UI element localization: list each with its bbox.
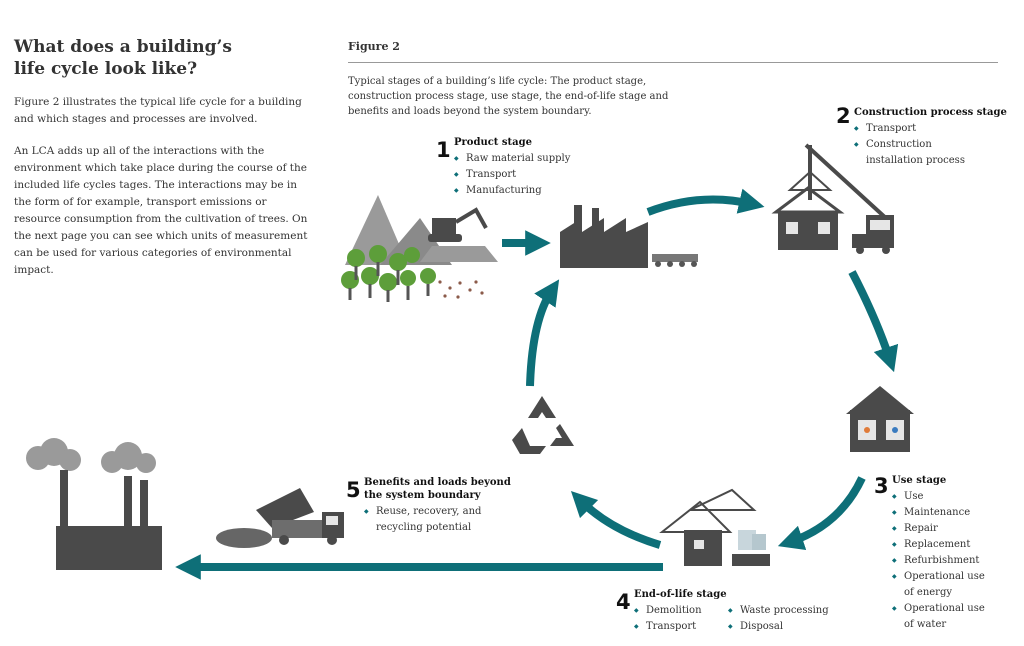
factory-icon	[560, 205, 698, 268]
arrow-end-of-life-to-recycling	[570, 490, 662, 549]
stage-item: Raw material supply	[454, 151, 616, 167]
heading-line-2: life cycle look like?	[14, 59, 198, 79]
intro-paragraph: Figure 2 illustrates the typical life cy…	[14, 96, 302, 125]
stage-title: End-of-life stage	[634, 589, 727, 600]
figure-label: Figure 2	[348, 40, 400, 53]
stage-items: Reuse, recovery, and recycling potential	[364, 504, 484, 536]
stage-item: Use	[892, 489, 992, 505]
stage-number: 4	[616, 590, 631, 614]
figure-caption: Typical stages of a building’s life cycl…	[348, 76, 669, 117]
recycling-icon	[512, 396, 574, 454]
stage-title: Use stage	[892, 475, 947, 486]
stage-items: Use Maintenance Repair Replacement Refur…	[892, 489, 992, 633]
stage-2: 2 Construction process stage Transport C…	[836, 104, 1016, 169]
stage-items: Transport Construction installation proc…	[854, 121, 984, 169]
stage-title: Construction process stage	[854, 107, 1007, 118]
end-of-life-icon	[659, 488, 770, 566]
intro-paragraph: An LCA adds up all of the interactions w…	[14, 145, 308, 276]
stage-5: 5 Benefits and loads beyond the system b…	[346, 476, 516, 536]
stage-item: Demolition	[634, 603, 714, 619]
stage-number: 5	[346, 478, 361, 502]
stage-item: Manufacturing	[454, 183, 616, 199]
stage-item: Transport	[634, 619, 714, 635]
construction-icon	[771, 143, 894, 254]
cycle-arrows	[175, 188, 899, 580]
stage-number: 1	[436, 138, 451, 162]
arrow-use-to-end-of-life	[777, 476, 866, 550]
stage-item: Waste processing	[728, 603, 838, 619]
dump-truck-icon	[216, 488, 344, 548]
intro-text: Figure 2 illustrates the typical life cy…	[14, 94, 314, 294]
stage-number: 3	[874, 474, 889, 498]
stage-item: Replacement	[892, 537, 992, 553]
use-house-icon	[846, 386, 914, 452]
stage-item: Reuse, recovery, and recycling potential	[364, 504, 484, 536]
stage-item: Transport	[854, 121, 984, 137]
heading-line-1: What does a building’s	[14, 37, 232, 57]
stage-3: 3 Use stage Use Maintenance Repair Repla…	[874, 474, 1004, 633]
stage-title: Product stage	[454, 137, 532, 148]
stage-title: the system boundary	[364, 490, 481, 501]
stage-items: Waste processing Disposal	[728, 603, 838, 635]
stage-1: 1 Product stage Raw material supply Tran…	[436, 136, 616, 199]
stage-item: Maintenance	[892, 505, 992, 521]
stage-items: Demolition Transport	[634, 603, 714, 635]
power-plant-icon	[26, 438, 162, 570]
arrow-recycling-to-product	[526, 279, 560, 387]
stage-item: Repair	[892, 521, 992, 537]
stage-title: Benefits and loads beyond	[364, 477, 511, 488]
page-heading: What does a building’s life cycle look l…	[14, 36, 274, 80]
raw-material-icon	[341, 195, 498, 302]
arrow-construction-to-use	[848, 270, 899, 373]
stage-item: Construction installation process	[854, 137, 984, 169]
arrow-product-to-construction	[646, 188, 765, 216]
figure-divider	[348, 62, 998, 63]
stage-item: Disposal	[728, 619, 838, 635]
stage-item: Operational use of water	[892, 601, 992, 633]
stage-items: Raw material supply Transport Manufactur…	[454, 151, 616, 199]
stage-item: Refurbishment	[892, 553, 992, 569]
stage-item: Operational use of energy	[892, 569, 992, 601]
stage-4: 4 End-of-life stage Demolition Transport…	[616, 588, 846, 635]
stage-item: Transport	[454, 167, 616, 183]
stage-number: 2	[836, 104, 851, 128]
